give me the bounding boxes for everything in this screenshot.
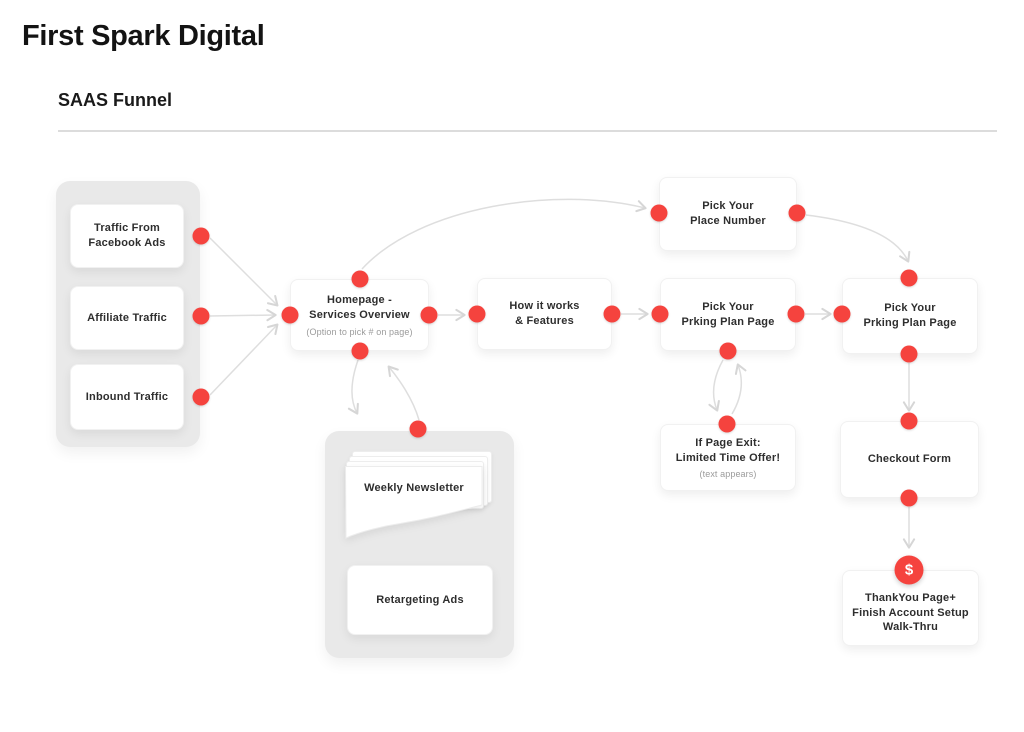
- node-traffic-facebook-ads[interactable]: Traffic From Facebook Ads: [70, 204, 184, 268]
- connector-dot-prking-bottom[interactable]: [719, 342, 737, 360]
- edge-prking-to-exit: [708, 359, 724, 412]
- node-label: Affiliate Traffic: [87, 311, 167, 324]
- edge-group-to-homepage: [387, 365, 420, 421]
- node-label: ThankYou Page+ Finish Account Setup Walk…: [852, 591, 969, 634]
- node-how-it-works-features[interactable]: How it works & Features: [477, 278, 612, 350]
- edge-homepage-to-group: [347, 359, 359, 415]
- node-label: Pick Your Place Number: [690, 200, 766, 227]
- connector-dot-how-left[interactable]: [468, 305, 486, 323]
- connector-dot-prking-right[interactable]: [787, 305, 805, 323]
- node-sublabel: (Option to pick # on page): [306, 326, 413, 337]
- node-label: Homepage - Services Overview: [309, 294, 410, 321]
- node-retargeting-ads[interactable]: Retargeting Ads: [347, 565, 493, 635]
- node-label: Pick Your Prking Plan Page: [863, 302, 957, 329]
- edge-affiliate-to-homepage: [209, 308, 277, 322]
- dollar-icon: $: [894, 555, 924, 585]
- edge-inbound-to-homepage: [209, 323, 279, 396]
- connector-dot-affiliate-out[interactable]: [192, 307, 210, 325]
- connector-dot-how-right[interactable]: [603, 305, 621, 323]
- connector-dot-homepage-bottom[interactable]: [351, 342, 369, 360]
- node-label: How it works & Features: [509, 300, 580, 327]
- node-thankyou-page[interactable]: ThankYou Page+ Finish Account Setup Walk…: [842, 570, 979, 646]
- node-pick-place-number[interactable]: Pick Your Place Number: [659, 177, 797, 251]
- connector-dot-prking2-left[interactable]: [833, 305, 851, 323]
- node-label: Checkout Form: [867, 453, 952, 466]
- node-pick-prking-plan-page-2[interactable]: Pick Your Prking Plan Page: [842, 278, 978, 354]
- connector-dot-exit-top[interactable]: [718, 415, 736, 433]
- connector-dot-group-top[interactable]: [409, 420, 427, 438]
- connector-dot-prking2-bottom[interactable]: [900, 345, 918, 363]
- connector-dot-homepage-top[interactable]: [351, 270, 369, 288]
- connector-dot-place-left[interactable]: [650, 204, 668, 222]
- node-homepage-services-overview[interactable]: Homepage - Services Overview (Option to …: [290, 279, 429, 351]
- edge-fb-to-homepage: [209, 237, 279, 307]
- node-inbound-traffic[interactable]: Inbound Traffic: [70, 364, 184, 430]
- newsletter-paper-icon: [345, 466, 483, 539]
- page-title: First Spark Digital: [22, 20, 265, 52]
- node-checkout-form[interactable]: Checkout Form: [840, 421, 979, 498]
- connector-dot-checkout-bottom[interactable]: [900, 489, 918, 507]
- connector-dot-homepage-right[interactable]: [420, 306, 438, 324]
- node-label: Weekly Newsletter: [364, 482, 464, 494]
- node-label: If Page Exit: Limited Time Offer!: [675, 436, 781, 464]
- node-label: Retargeting Ads: [376, 593, 464, 606]
- connector-dot-homepage-left[interactable]: [281, 306, 299, 324]
- connector-dot-inbound-out[interactable]: [192, 388, 210, 406]
- node-label: Pick Your Prking Plan Page: [681, 300, 775, 328]
- node-page-exit-limited-offer[interactable]: If Page Exit: Limited Time Offer! (text …: [660, 424, 796, 491]
- divider: [58, 130, 997, 132]
- node-label: Traffic From Facebook Ads: [88, 222, 166, 249]
- node-weekly-newsletter[interactable]: Weekly Newsletter: [345, 466, 483, 541]
- connector-dot-prking2-top[interactable]: [900, 269, 918, 287]
- edge-homepage-to-place: [361, 198, 647, 270]
- node-pick-prking-plan-page[interactable]: Pick Your Prking Plan Page: [660, 278, 796, 351]
- node-sublabel: (text appears): [699, 469, 757, 480]
- node-label: Inbound Traffic: [85, 390, 169, 403]
- section-title: SAAS Funnel: [58, 90, 173, 110]
- connector-dot-fb-out[interactable]: [192, 227, 210, 245]
- connector-dot-checkout-top[interactable]: [900, 412, 918, 430]
- connector-dot-prking-left[interactable]: [651, 305, 669, 323]
- node-affiliate-traffic[interactable]: Affiliate Traffic: [70, 286, 184, 350]
- edge-exit-to-prking: [731, 363, 747, 415]
- edge-place-to-prking2: [805, 214, 911, 263]
- connector-dot-place-right[interactable]: [788, 204, 806, 222]
